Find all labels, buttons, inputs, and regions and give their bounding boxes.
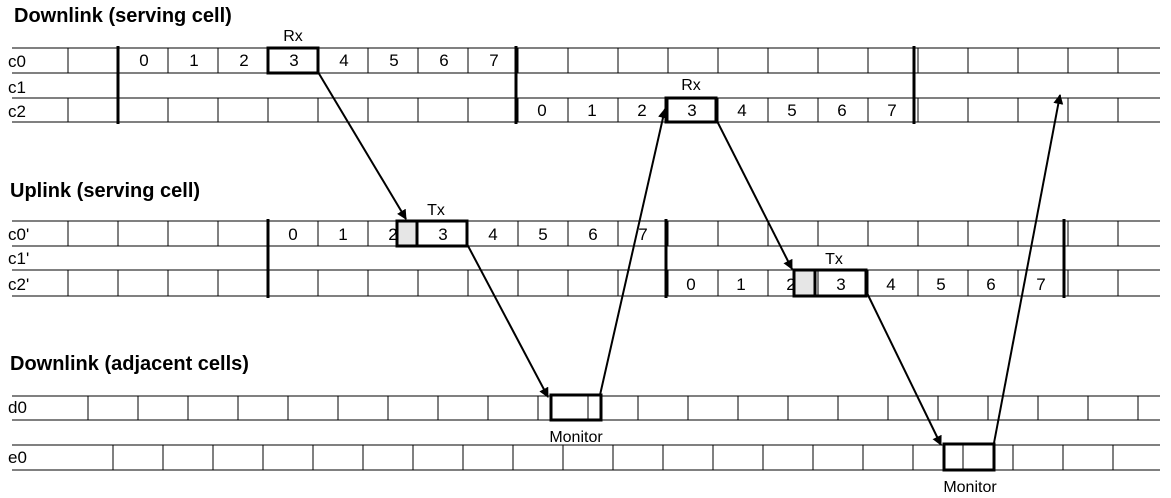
arrow-tx1-to-monitor1	[466, 243, 549, 398]
arrow-rx1-to-tx1	[317, 71, 407, 220]
timeslot-number-c0: 5	[389, 51, 398, 70]
timeslot-number-c0-prime: 7	[638, 225, 647, 244]
downlink-adjacent-title: Downlink (adjacent cells)	[10, 353, 249, 375]
timeslot-number-c2: 4	[737, 101, 746, 120]
timeslot-number-c2-prime: 1	[736, 275, 745, 294]
timeslot-number-c2-prime: 5	[936, 275, 945, 294]
timeslot-number-c0-prime: 1	[338, 225, 347, 244]
timeslot-number-c0: 0	[139, 51, 148, 70]
timeslot-number-c2-prime: 2	[786, 275, 795, 294]
timeslot-number-c0-prime: 3	[438, 225, 447, 244]
arrow-monitor1-to-rx2	[599, 108, 668, 396]
row-label-e0: e0	[8, 448, 27, 467]
timeslot-number-c0: 4	[339, 51, 348, 70]
timeslot-number-c0: 6	[439, 51, 448, 70]
timeslot-number-c2: 1	[587, 101, 596, 120]
timeslot-number-c2: 3	[687, 101, 696, 120]
timeslot-number-c2-prime: 7	[1036, 275, 1045, 294]
timeslot-number-c2: 7	[887, 101, 896, 120]
flow-arrows	[317, 71, 1064, 446]
monitor-label-1: Monitor	[549, 429, 603, 446]
monitor-label-2: Monitor	[943, 479, 997, 496]
timeslot-number-c0-prime: 0	[288, 225, 297, 244]
timeslot-number-c2-prime: 6	[986, 275, 995, 294]
timeslot-number-c0: 2	[239, 51, 248, 70]
timeslot-number-c0: 7	[489, 51, 498, 70]
arrow-monitor2-to-next	[993, 94, 1064, 444]
tx-box-2	[792, 268, 868, 298]
timeslot-number-c0: 3	[289, 51, 298, 70]
downlink-serving-title: Downlink (serving cell)	[14, 5, 232, 27]
timeslot-number-c0: 1	[189, 51, 198, 70]
timeslot-number-c2-prime: 3	[836, 275, 845, 294]
timeslot-number-c2-prime: 4	[886, 275, 895, 294]
monitor-box-2	[942, 442, 996, 472]
guard-cell	[795, 271, 815, 295]
timeslot-number-c0-prime: 6	[588, 225, 597, 244]
tx-box-1	[395, 219, 469, 248]
timeslot-number-c0-prime: 4	[488, 225, 497, 244]
monitor-box-1	[549, 393, 603, 422]
frame-grid	[12, 46, 1160, 472]
timeslot-numbers: 0 1 2 3 4 5 6 7 0 1 2 3 4 5 6 7 0 1 2 3 4 5 6 7 0 1 2 3 4 5 6 7	[139, 51, 1045, 294]
arrow-rx2-to-tx2	[716, 120, 793, 270]
row-label-c2: c2	[8, 102, 26, 121]
row-label-d0: d0	[8, 398, 27, 417]
row-label-c1-prime: c1'	[8, 249, 29, 268]
rx-box-1	[266, 46, 320, 75]
tx-label-1: Tx	[427, 202, 445, 219]
row-label-c1: c1	[8, 78, 26, 97]
timeslot-number-c0-prime: 2	[388, 225, 397, 244]
rx-label-2: Rx	[681, 77, 701, 94]
timeslot-number-c2: 6	[837, 101, 846, 120]
timeslot-number-c0-prime: 5	[538, 225, 547, 244]
rx-label-1: Rx	[283, 28, 303, 45]
timeslot-number-c2-prime: 0	[686, 275, 695, 294]
timeslot-number-c2: 2	[637, 101, 646, 120]
uplink-serving-title: Uplink (serving cell)	[10, 180, 200, 202]
row-label-c0: c0	[8, 52, 26, 71]
tx-label-2: Tx	[825, 251, 843, 268]
timeslot-number-c2: 5	[787, 101, 796, 120]
row-label-c2-prime: c2'	[8, 275, 29, 294]
row-label-c0-prime: c0'	[8, 225, 29, 244]
guard-cell	[398, 222, 417, 245]
timeslot-number-c2: 0	[537, 101, 546, 120]
arrow-tx2-to-monitor2	[866, 292, 942, 446]
